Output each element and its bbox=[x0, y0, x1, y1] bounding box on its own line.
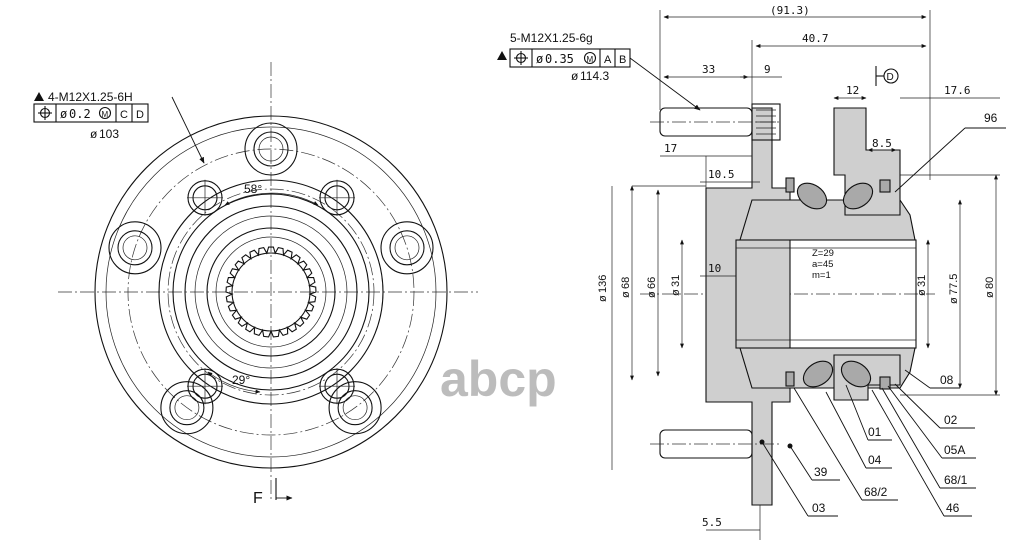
front-fcf-frame bbox=[33, 103, 149, 123]
seal-inner-upper bbox=[785, 177, 795, 193]
mmc-modifier-icon bbox=[98, 106, 112, 120]
section-fcf-datum-b: B bbox=[619, 54, 626, 66]
svg-text:ø: ø bbox=[597, 295, 609, 302]
bearing-ball-lower-right bbox=[840, 360, 872, 388]
dia-136: 136 bbox=[597, 275, 609, 293]
bearing-ball-upper-left bbox=[796, 182, 828, 210]
front-fcf-datum-c: C bbox=[120, 109, 128, 121]
part-callouts: 96 08 02 05A 68/1 46 01 04 68/2 39 03 bbox=[759, 111, 1006, 517]
bearing-ball-upper-right bbox=[842, 182, 874, 210]
gear-a: a=45 bbox=[812, 259, 833, 270]
svg-text:ø: ø bbox=[670, 289, 682, 296]
svg-text:ø: ø bbox=[916, 289, 928, 296]
section-dimensions: (91.3) 40.7 33 9 12 17.6 8.5 17 10.5 10 … bbox=[664, 4, 971, 529]
diameter-labels: ø 136 ø 68 ø 66 ø 31 ø 31 ø 77.5 ø 80 bbox=[597, 274, 996, 304]
front-bolt-circle: 103 bbox=[99, 127, 119, 141]
dia-77-5: 77.5 bbox=[948, 274, 960, 295]
callout-96: 96 bbox=[984, 111, 998, 125]
callout-68-1: 68/1 bbox=[944, 473, 968, 487]
dia-31-right: 31 bbox=[916, 275, 928, 287]
callout-05a: 05A bbox=[944, 443, 965, 457]
section-fcf-tol: 0.35 bbox=[545, 52, 574, 66]
callout-68-2: 68/2 bbox=[864, 485, 888, 499]
front-thread-callout: 4-M12X1.25-6H ø 0.2 M C D ø 103 bbox=[33, 90, 149, 141]
datum-triangle-icon-right bbox=[497, 51, 507, 60]
svg-text:ø: ø bbox=[60, 107, 67, 121]
bearing-ball-lower-left bbox=[802, 360, 834, 388]
callout-46: 46 bbox=[946, 501, 960, 515]
spline-profile bbox=[225, 246, 317, 338]
tapped-hole bbox=[319, 179, 355, 216]
view-label: F bbox=[253, 490, 263, 507]
front-angle-top: 58° bbox=[244, 182, 262, 196]
svg-text:ø: ø bbox=[646, 291, 658, 298]
dim-33: 33 bbox=[702, 63, 715, 76]
dia-68: 68 bbox=[620, 277, 632, 289]
dim-12: 12 bbox=[846, 84, 859, 97]
front-fcf-datum-d: D bbox=[136, 109, 144, 121]
section-thread-callout: 5-M12X1.25-6g ø 0.35 M A B ø 114.3 bbox=[497, 31, 701, 111]
tapped-hole bbox=[187, 179, 223, 216]
svg-text:ø: ø bbox=[571, 69, 579, 83]
stud-boss bbox=[160, 381, 214, 435]
svg-text:M: M bbox=[587, 55, 594, 64]
gear-m: m=1 bbox=[812, 270, 831, 281]
gear-data: Z=29 a=45 m=1 bbox=[812, 248, 834, 281]
dim-9: 9 bbox=[764, 63, 771, 76]
front-fcf-tol: 0.2 bbox=[69, 107, 91, 121]
svg-text:ø: ø bbox=[536, 52, 543, 66]
position-tolerance-icon bbox=[38, 106, 52, 120]
watermark: abcp bbox=[440, 351, 557, 407]
callout-02: 02 bbox=[944, 413, 958, 427]
svg-text:ø: ø bbox=[948, 297, 960, 304]
dim-10-5: 10.5 bbox=[708, 168, 735, 181]
hub-bore bbox=[735, 239, 917, 349]
stud-boss bbox=[328, 381, 382, 435]
front-thread-text: 4-M12X1.25-6H bbox=[48, 90, 133, 104]
dim-17: 17 bbox=[664, 142, 677, 155]
section-view: D bbox=[611, 10, 1000, 540]
seal-upper bbox=[879, 179, 891, 193]
section-bolt-circle: 114.3 bbox=[580, 69, 609, 83]
front-angle-bottom: 29° bbox=[232, 373, 250, 387]
dim-overall: (91.3) bbox=[770, 4, 810, 17]
dim-5-5: 5.5 bbox=[702, 516, 722, 529]
stud-boss bbox=[380, 221, 434, 275]
datum-d-label: D bbox=[887, 72, 894, 83]
dia-80: 80 bbox=[984, 277, 996, 289]
section-thread-text: 5-M12X1.25-6g bbox=[510, 31, 593, 45]
gear-z: Z=29 bbox=[812, 248, 834, 259]
callout-03: 03 bbox=[812, 501, 826, 515]
stud-bosses bbox=[108, 122, 434, 435]
callout-04: 04 bbox=[868, 453, 882, 467]
svg-text:ø: ø bbox=[984, 291, 996, 298]
svg-text:ø: ø bbox=[620, 291, 632, 298]
spline-teeth bbox=[225, 246, 317, 338]
dim-17-6: 17.6 bbox=[944, 84, 971, 97]
seal-lower bbox=[879, 376, 891, 390]
mmc-modifier-icon-right bbox=[583, 51, 597, 65]
dia-31-left: 31 bbox=[670, 275, 682, 287]
callout-08: 08 bbox=[940, 373, 954, 387]
tapped-hole bbox=[319, 368, 355, 405]
section-fcf-datum-a: A bbox=[604, 54, 612, 66]
callout-01: 01 bbox=[868, 425, 882, 439]
stud-boss bbox=[244, 122, 298, 176]
svg-text:ø: ø bbox=[90, 127, 98, 141]
dim-40-7: 40.7 bbox=[802, 32, 829, 45]
datum-triangle-icon bbox=[34, 92, 44, 101]
watermark-text: abcp bbox=[440, 351, 557, 407]
stud-knurl-upper bbox=[751, 103, 781, 141]
position-tolerance-icon-right bbox=[514, 51, 528, 65]
dia-66: 66 bbox=[646, 277, 658, 289]
callout-39: 39 bbox=[814, 465, 828, 479]
dim-8-5: 8.5 bbox=[872, 137, 892, 150]
front-view: 58° 29° F bbox=[58, 62, 478, 507]
svg-text:M: M bbox=[102, 110, 109, 119]
dim-10: 10 bbox=[708, 262, 721, 275]
seal-inner-lower bbox=[785, 371, 795, 387]
stud-boss bbox=[108, 221, 162, 275]
datum-d-bubble bbox=[883, 68, 899, 84]
